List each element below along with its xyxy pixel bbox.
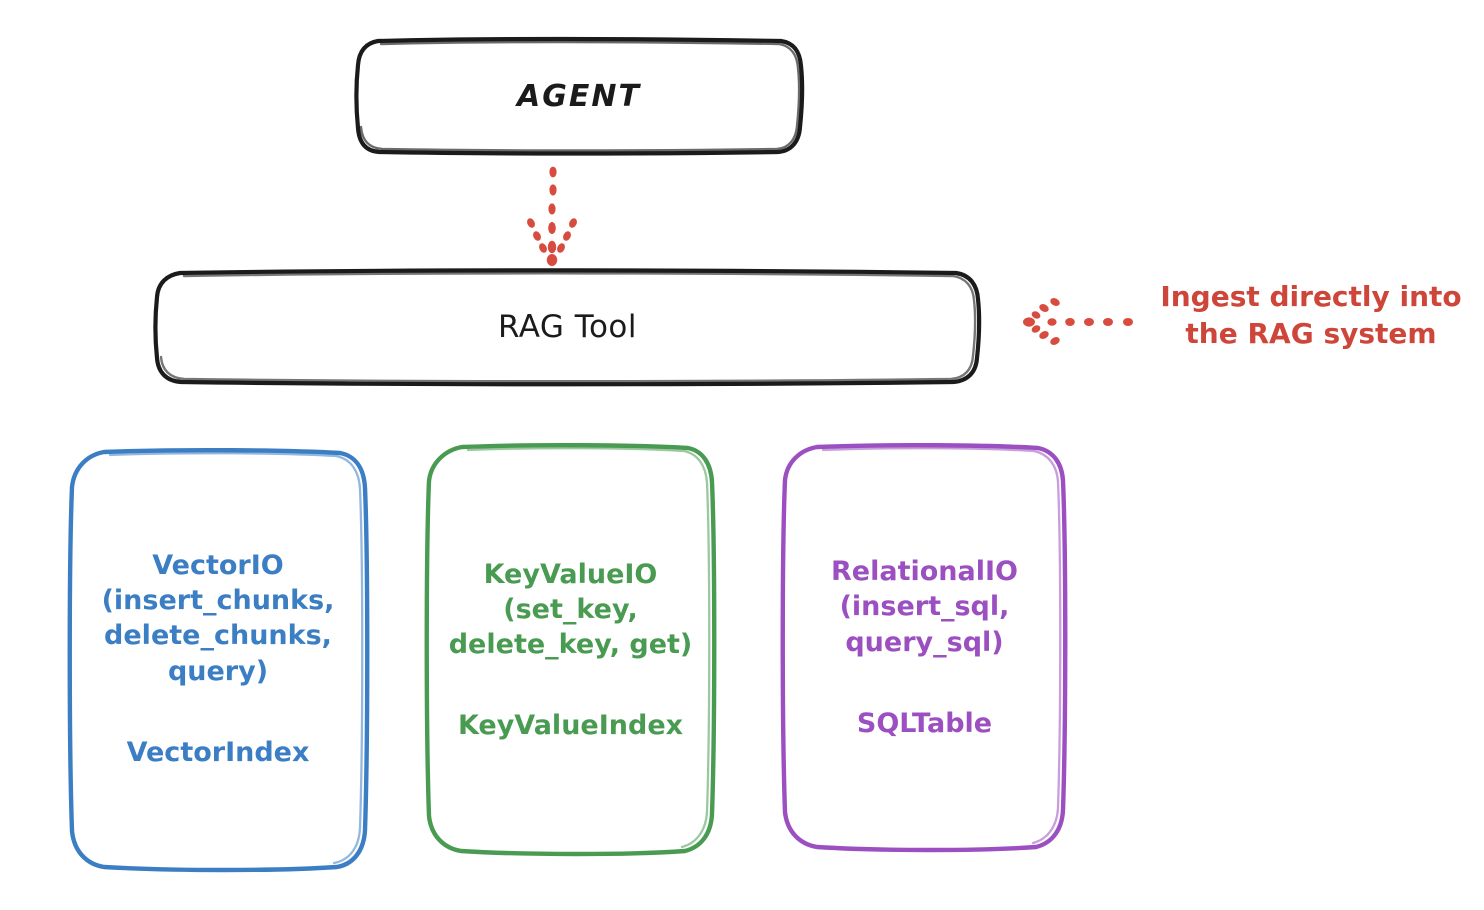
- ingest-annotation-label: Ingest directly into the RAG system: [1160, 280, 1462, 350]
- agent-to-rag-tool-connector-icon: [527, 166, 577, 266]
- vector-io-node-shape[interactable]: [67, 447, 370, 873]
- relational-io-node-shape[interactable]: [780, 442, 1068, 853]
- rag-tool-node-shape[interactable]: [153, 268, 982, 387]
- agent-node-shape[interactable]: [354, 37, 805, 156]
- key-value-io-node-shape[interactable]: [424, 442, 717, 857]
- ingest-to-rag-tool-connector-icon: [1023, 298, 1133, 345]
